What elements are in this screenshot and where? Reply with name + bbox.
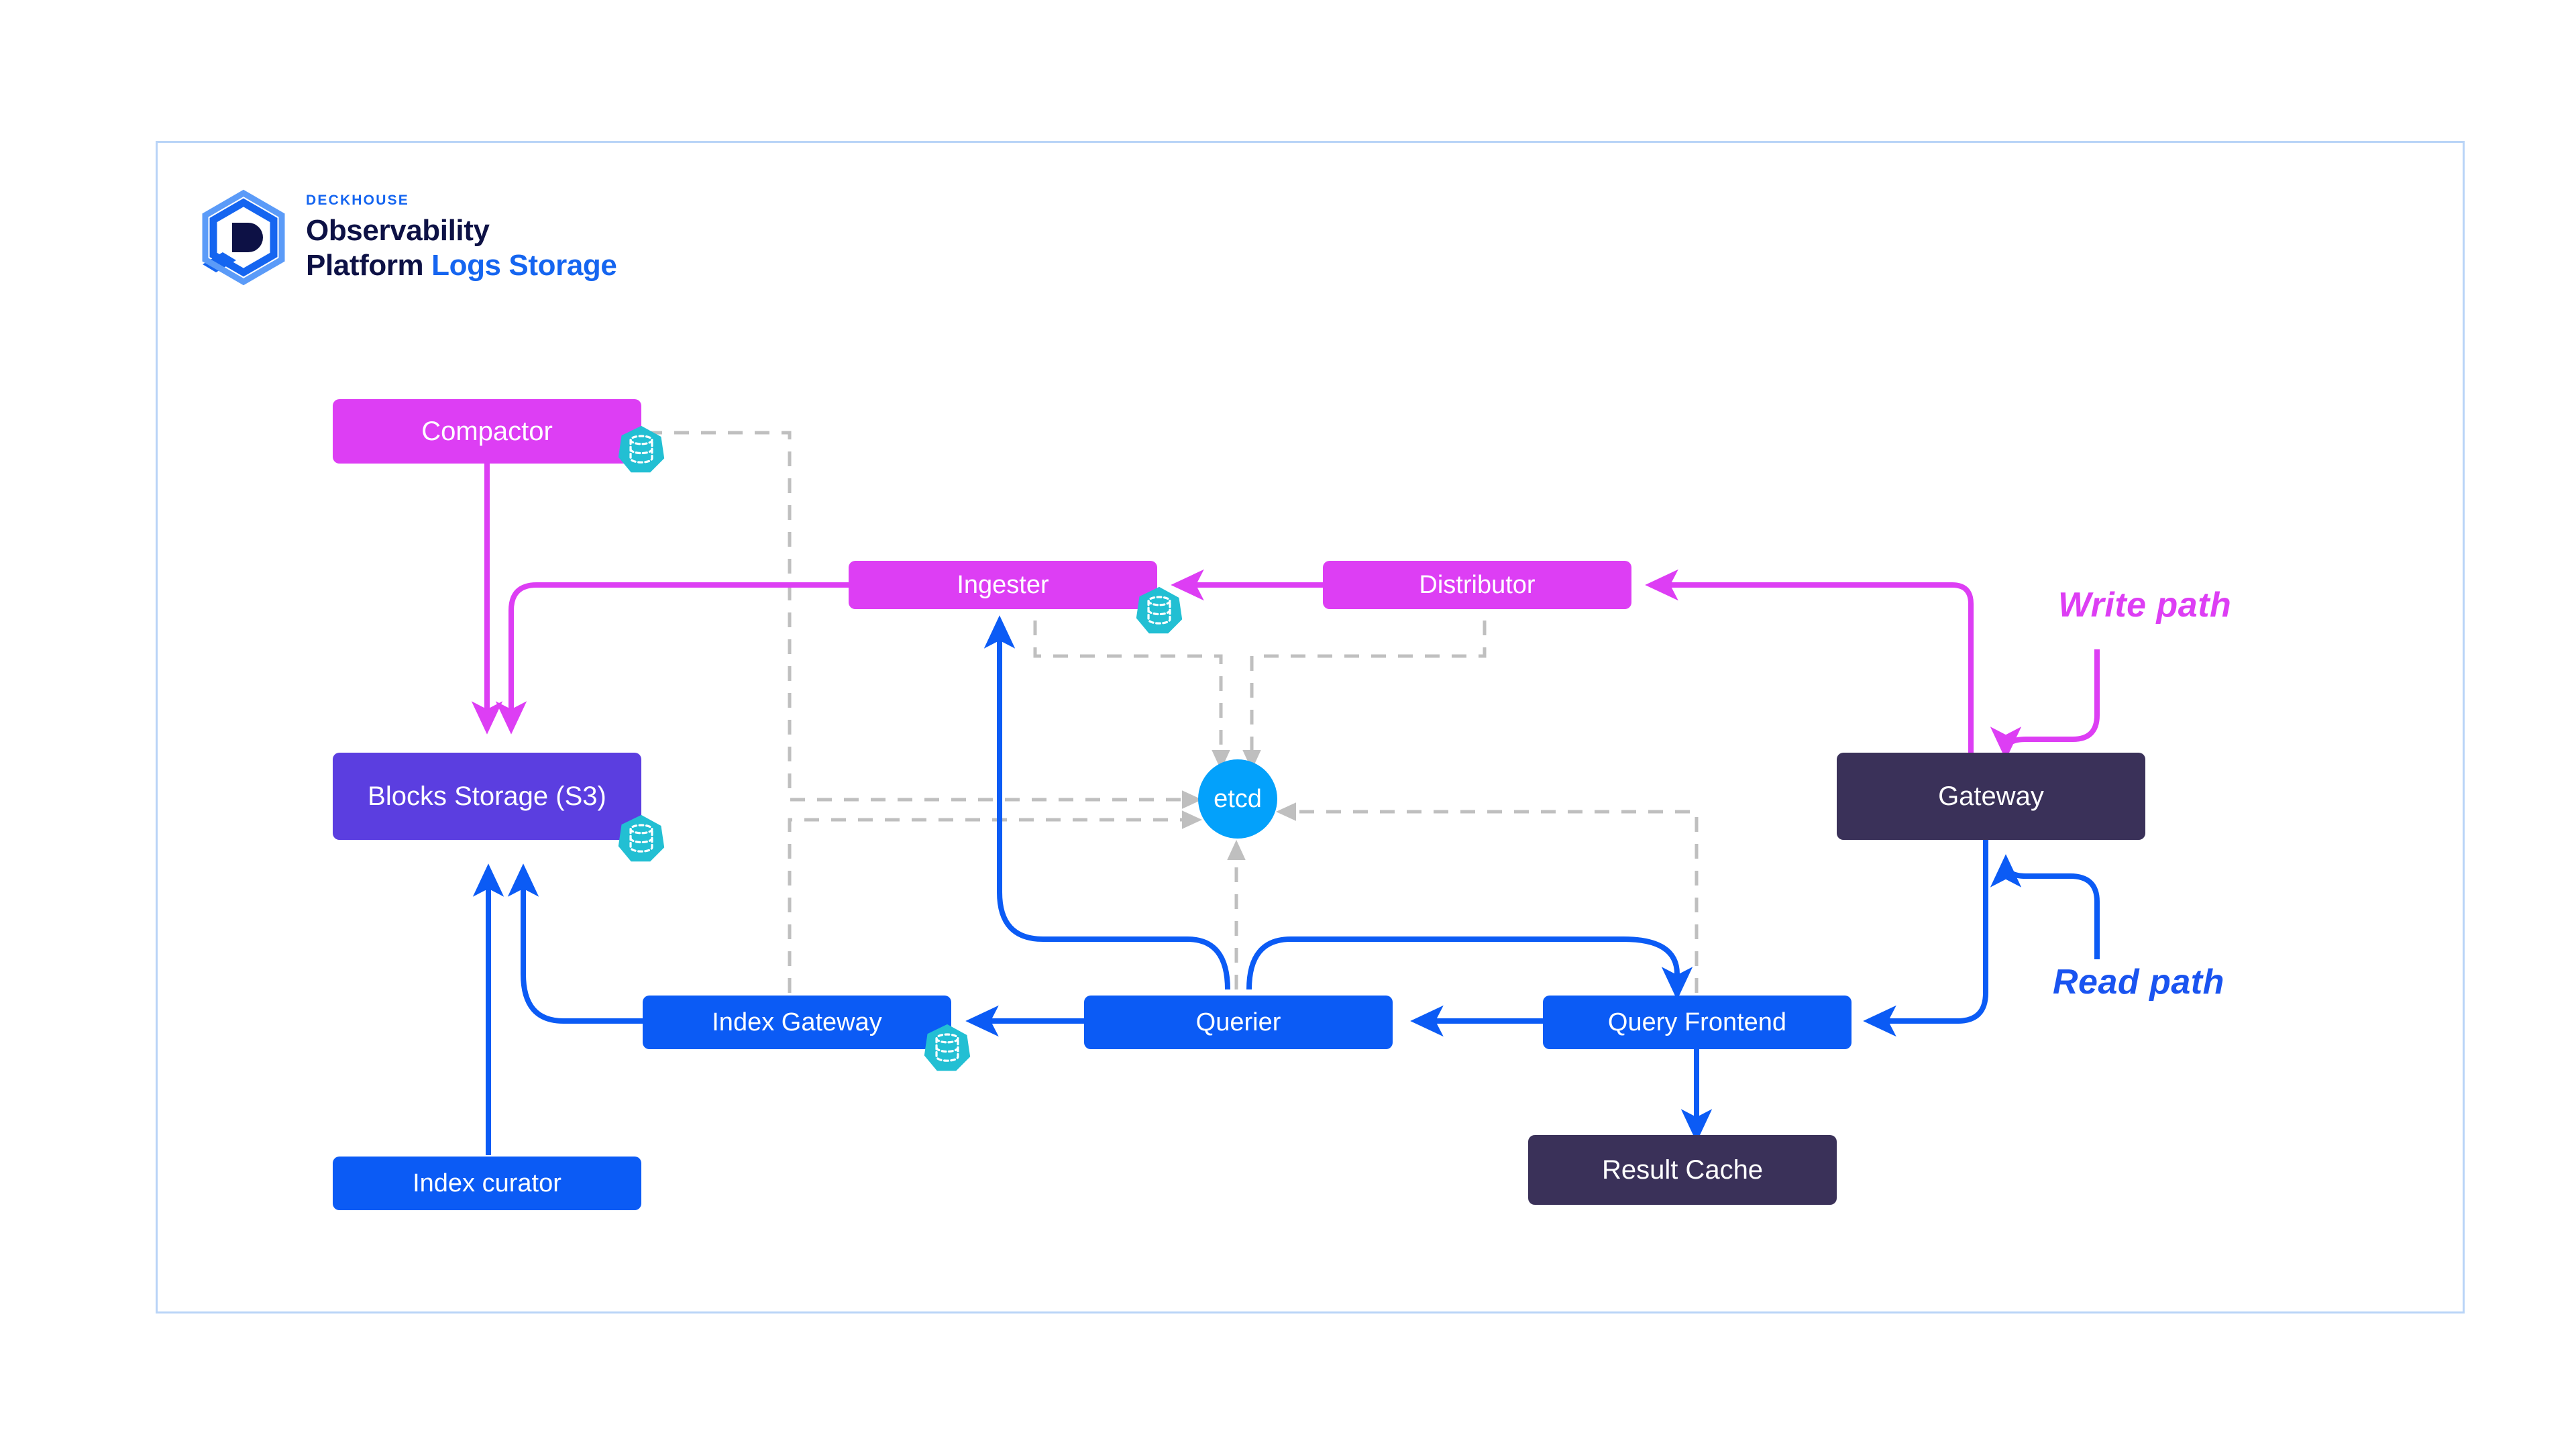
write-path-caption: Write path bbox=[2058, 586, 2232, 625]
node-distributor[interactable]: Distributor bbox=[1323, 561, 1631, 609]
node-ingester-label: Ingester bbox=[957, 570, 1049, 599]
read-path-caption: Read path bbox=[2053, 963, 2224, 1002]
node-result-cache[interactable]: Result Cache bbox=[1528, 1135, 1837, 1205]
node-blocks-storage-label: Blocks Storage (S3) bbox=[368, 781, 606, 811]
node-result-cache-label: Result Cache bbox=[1601, 1155, 1764, 1185]
node-index-curator-label: Index curator bbox=[413, 1169, 561, 1197]
logo-product-name: Logs Storage bbox=[431, 249, 617, 282]
node-gateway-label: Gateway bbox=[1938, 781, 2044, 811]
logo-line-1: Observability bbox=[306, 214, 490, 248]
node-querier-label: Querier bbox=[1195, 1008, 1281, 1036]
node-compactor[interactable]: Compactor bbox=[333, 399, 641, 464]
node-query-frontend-label: Query Frontend bbox=[1607, 1008, 1787, 1036]
diagram-frame bbox=[156, 141, 2465, 1313]
statefulset-database-badge-icon bbox=[616, 813, 667, 864]
node-gateway[interactable]: Gateway bbox=[1837, 753, 2145, 840]
node-index-gateway[interactable]: Index Gateway bbox=[643, 996, 951, 1049]
node-ingester[interactable]: Ingester bbox=[849, 561, 1157, 609]
statefulset-database-badge-icon bbox=[1134, 585, 1185, 636]
statefulset-database-badge-icon bbox=[616, 424, 667, 475]
node-query-frontend[interactable]: Query Frontend bbox=[1543, 996, 1851, 1049]
node-blocks-storage[interactable]: Blocks Storage (S3) bbox=[333, 753, 641, 840]
node-compactor-label: Compactor bbox=[421, 416, 553, 446]
deckhouse-hexagon-d-logo-icon bbox=[202, 189, 285, 286]
node-distributor-label: Distributor bbox=[1419, 570, 1536, 599]
statefulset-database-badge-icon bbox=[922, 1022, 973, 1073]
logo-eyebrow: DECKHOUSE bbox=[306, 193, 409, 209]
node-querier[interactable]: Querier bbox=[1084, 996, 1393, 1049]
node-index-curator[interactable]: Index curator bbox=[333, 1157, 641, 1210]
logo-wordmark: DECKHOUSE Observability Platform Logs St… bbox=[306, 193, 617, 283]
product-logo: DECKHOUSE Observability Platform Logs St… bbox=[195, 188, 617, 288]
node-etcd-label: etcd bbox=[1214, 784, 1262, 813]
node-index-gateway-label: Index Gateway bbox=[712, 1008, 882, 1036]
logo-line-2-row: Platform Logs Storage bbox=[306, 248, 617, 283]
node-etcd[interactable]: etcd bbox=[1198, 759, 1277, 839]
logo-line-2: Platform bbox=[306, 249, 424, 282]
